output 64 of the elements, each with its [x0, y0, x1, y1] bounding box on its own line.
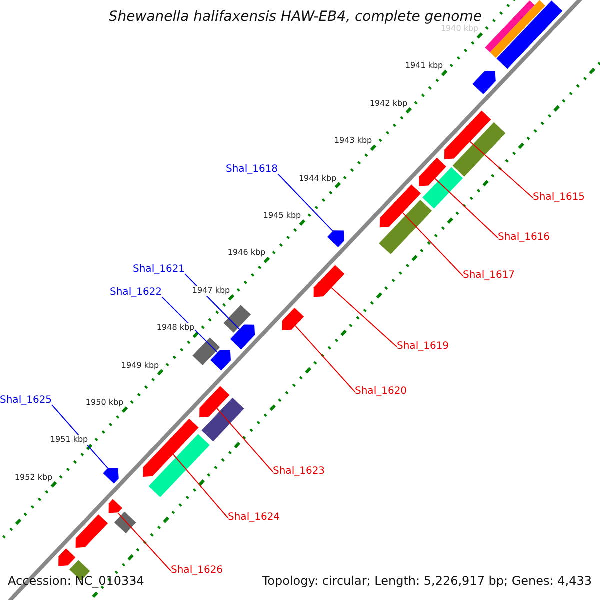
gene-feature — [58, 548, 76, 566]
gene-label: Shal_1626 — [171, 565, 224, 577]
scale-label: 1942 kbp — [370, 98, 408, 109]
scale-label: 1949 kbp — [121, 360, 160, 371]
leader-line — [278, 174, 334, 232]
gene-label: Shal_1624 — [228, 512, 280, 524]
leader-line — [118, 512, 172, 572]
leader-line — [162, 296, 218, 354]
gene-feature — [419, 158, 446, 186]
leader-line — [470, 141, 534, 198]
gene-feature — [148, 434, 210, 498]
gene-label: Shal_1619 — [397, 341, 450, 353]
gene-feature — [200, 386, 230, 418]
gene-feature — [452, 122, 506, 177]
gene-label: Shal_1621 — [133, 264, 186, 276]
gene-label: Shal_1620 — [355, 386, 408, 398]
gene-feature — [314, 265, 345, 298]
gene-feature — [114, 512, 136, 534]
leader-line — [295, 325, 356, 392]
gene-feature — [490, 0, 546, 58]
gene-feature — [210, 350, 231, 371]
gene-feature — [192, 338, 220, 366]
gene-feature — [282, 308, 304, 330]
gene-feature — [485, 0, 535, 52]
leader-line — [52, 404, 108, 469]
genome-summary: Topology: circular; Length: 5,226,917 bp; Genes: 4,433 — [262, 574, 592, 588]
gene-feature — [224, 305, 251, 333]
scale-label: 1950 kbp — [86, 398, 124, 408]
scale-label: 1947 kbp — [192, 286, 230, 296]
gene-label: Shal_1615 — [533, 192, 586, 204]
map-title: Shewanella halifaxensis HAW-EB4, complete genome — [108, 9, 482, 25]
gene-feature — [472, 71, 496, 94]
leader-line — [434, 178, 498, 238]
gene-feature — [103, 468, 119, 484]
gene-label: Shal_1617 — [463, 270, 516, 282]
gene-feature — [496, 0, 563, 70]
scale-label: 1941 kbp — [405, 61, 444, 72]
scale-label: 1951 kbp — [50, 435, 88, 446]
scale-label: 1952 kbp — [14, 472, 53, 483]
gene-feature — [230, 324, 256, 350]
scale-label: 1943 kbp — [334, 136, 372, 146]
leader-line — [402, 212, 464, 276]
gene-feature — [202, 398, 244, 442]
gene-feature — [76, 514, 108, 548]
gene-feature — [379, 200, 432, 254]
gene-feature — [328, 230, 344, 248]
gene-label: Shal_1625 — [0, 395, 52, 407]
gene-feature — [444, 110, 492, 160]
gene-label: Shal_1616 — [498, 232, 550, 244]
scale-label: 1948 kbp — [156, 323, 195, 334]
gene-feature — [380, 184, 422, 228]
leader-line — [331, 287, 398, 348]
accession-text: Accession: NC_010334 — [8, 574, 144, 588]
scale-label: 1944 kbp — [298, 174, 337, 184]
gene-feature — [422, 167, 464, 209]
leader-line — [172, 454, 228, 518]
scale-label: 1945 kbp — [263, 211, 302, 222]
gene-feature — [143, 418, 199, 477]
leader-line — [216, 408, 274, 472]
scale-label: 1946 kbp — [228, 248, 266, 258]
gene-label: Shal_1618 — [226, 164, 278, 176]
gene-label: Shal_1623 — [273, 466, 326, 478]
gene-feature — [108, 499, 122, 514]
gene-label: Shal_1622 — [110, 287, 162, 299]
